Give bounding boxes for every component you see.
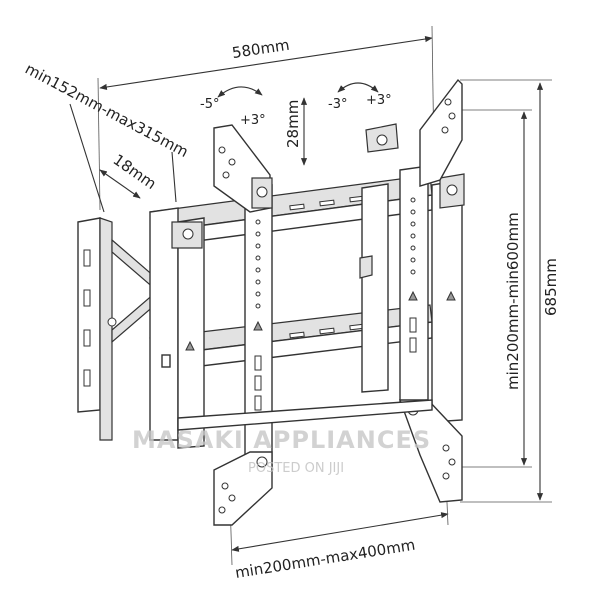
bottom-plate-left-holes <box>218 482 236 514</box>
release-tab-left <box>161 354 171 368</box>
label-height-total: 685mm <box>542 258 560 316</box>
label-horizontal-range: min200mm-max400mm <box>234 536 417 582</box>
dim-line-horizontal-range <box>231 512 449 552</box>
watermark-sub: POSTED ON JIJI <box>248 461 344 476</box>
top-plate-left-holes <box>218 146 236 179</box>
tilt-arrow-right <box>337 82 379 93</box>
frame-right-bracket <box>359 255 373 279</box>
lock-arrow-arm-right <box>408 290 418 301</box>
latch-screw-right <box>376 134 388 146</box>
label-tilt-left-neg: -5° <box>200 97 219 112</box>
bottom-screw-left <box>256 456 268 468</box>
tilt-arrows <box>217 82 379 98</box>
bottom-cross-rail <box>177 399 433 431</box>
top-plate-right-holes <box>441 98 456 134</box>
label-arm-spacing: min200mm-min600mm <box>504 212 522 390</box>
frame-left-front <box>177 217 205 449</box>
rail-slots <box>289 195 365 339</box>
lock-arrow-right-outer <box>446 290 456 301</box>
bracket-screw <box>182 228 194 240</box>
frame-right-back <box>361 183 389 393</box>
dim-line-width-top <box>99 35 433 91</box>
top-plate-right <box>419 78 463 187</box>
watermark: MASAKI APPLIANCES POSTED ON JIJI <box>132 426 431 476</box>
label-vertical-travel: 28mm <box>284 100 302 148</box>
latch-screw-left <box>256 186 268 198</box>
label-width-top: 580mm <box>231 36 291 62</box>
watermark-main: MASAKI APPLIANCES <box>132 426 431 454</box>
lock-arrow-arm-left <box>253 320 263 331</box>
wall-plate-left-side <box>99 217 113 441</box>
dim-line-depth <box>69 103 105 213</box>
label-tilt-left-pos: +3° <box>240 113 266 128</box>
dim-line-offset <box>99 169 141 199</box>
pivot-knob <box>107 317 117 327</box>
tilt-arrow-left <box>217 86 263 98</box>
bottom-plate-left <box>213 451 273 526</box>
dim-line-depth-inner <box>171 151 177 203</box>
label-tilt-right-pos: +3° <box>366 93 392 108</box>
frame-right-outer <box>431 179 463 423</box>
label-tilt-right-neg: -3° <box>328 97 347 112</box>
wall-plate-left-holes <box>83 249 91 387</box>
bottom-plate-right-holes <box>442 444 456 480</box>
label-depth-range: min152mm-max315mm <box>22 60 191 161</box>
mount-structure <box>77 78 465 526</box>
tv-arm-left-holes <box>254 219 262 411</box>
dimension-lines <box>69 25 552 566</box>
tv-arm-right-holes <box>409 197 417 353</box>
outer-bracket-screw <box>446 184 458 196</box>
lock-arrow-left <box>185 340 195 351</box>
label-offset: 18mm <box>110 151 160 193</box>
